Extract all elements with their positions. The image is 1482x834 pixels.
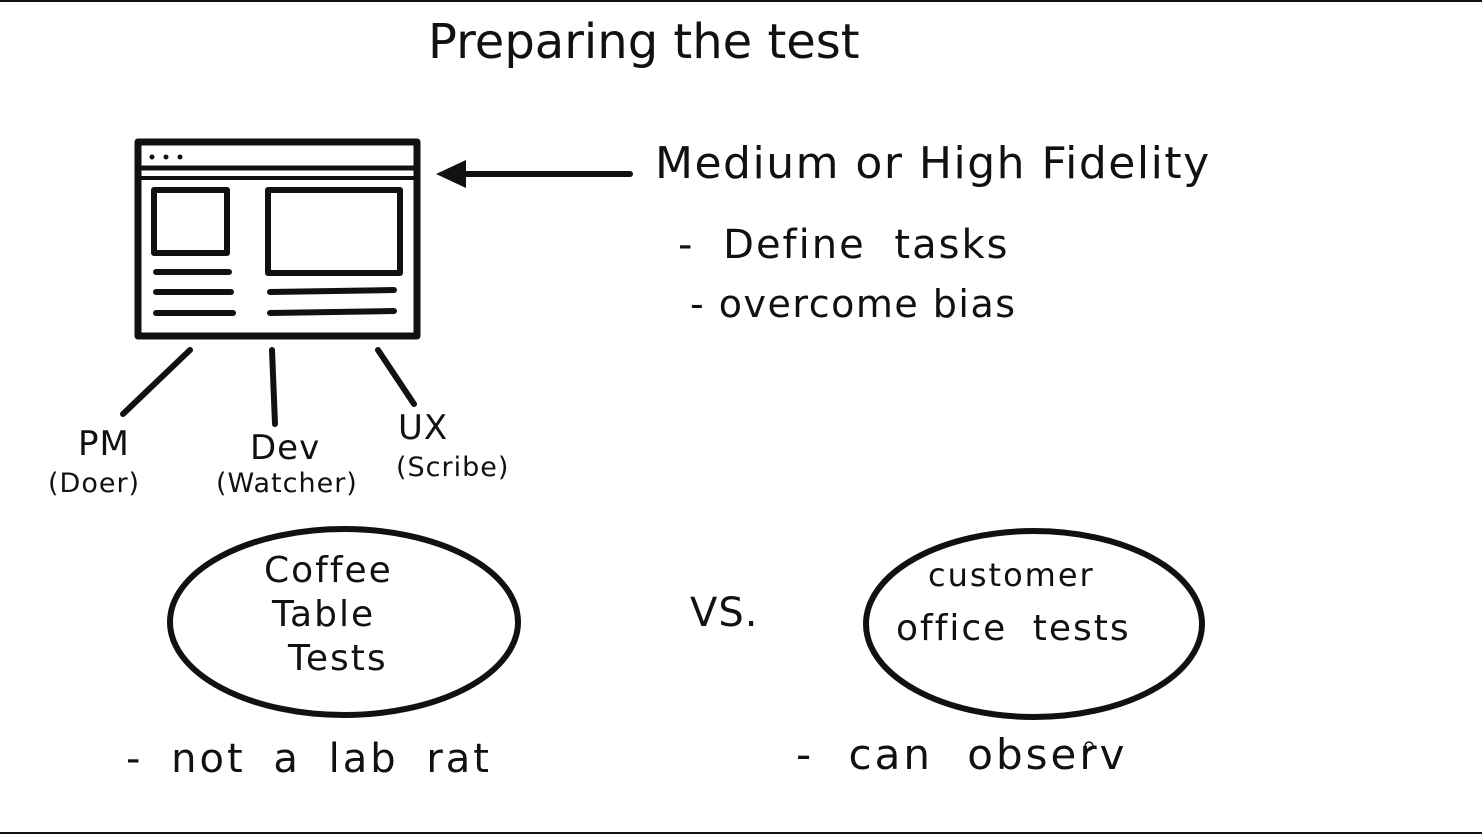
- connector-pm: [120, 347, 193, 417]
- versus-label: VS.: [690, 590, 759, 636]
- top-border: [0, 0, 1482, 2]
- wireframe-image-small: [151, 187, 230, 256]
- arrow-left-icon: [436, 160, 633, 188]
- page-title: Preparing the test: [428, 14, 860, 70]
- window-dot: [149, 154, 155, 160]
- fidelity-point-define: - Define tasks: [678, 222, 1010, 268]
- role-ux-name: UX: [398, 408, 449, 448]
- fidelity-heading: Medium or High Fidelity: [655, 138, 1211, 189]
- coffee-table-label-line: Table: [272, 594, 376, 635]
- cursor-icon: [1084, 741, 1094, 751]
- bottom-border: [0, 832, 1482, 834]
- customer-office-ellipse: [863, 528, 1205, 720]
- wireframe-image-large: [265, 187, 403, 276]
- customer-office-note: - can observ: [796, 730, 1128, 779]
- role-dev-name: Dev: [250, 428, 321, 468]
- role-ux-desc: (Scribe): [396, 452, 510, 483]
- role-connectors: [120, 347, 417, 427]
- coffee-table-label-line: Tests: [288, 638, 388, 679]
- customer-office-label-line: customer: [928, 556, 1095, 594]
- coffee-table-label-line: Coffee: [264, 550, 393, 591]
- window-dot: [177, 154, 183, 160]
- wireframe-text-line: [267, 287, 397, 295]
- role-pm-desc: (Doer): [48, 468, 141, 499]
- window-outline: [134, 138, 421, 340]
- role-pm-name: PM: [78, 424, 130, 464]
- role-dev-desc: (Watcher): [216, 468, 358, 499]
- connector-ux: [375, 347, 417, 407]
- fidelity-point-bias: - overcome bias: [690, 282, 1017, 326]
- connector-dev: [269, 347, 278, 427]
- wireframe-text-line: [267, 308, 397, 316]
- window-dot: [163, 154, 169, 160]
- wireframe-window-icon: [134, 138, 421, 340]
- coffee-table-ellipse: [167, 526, 521, 718]
- coffee-table-note: - not a lab rat: [126, 736, 492, 782]
- customer-office-label-line: office tests: [896, 608, 1131, 649]
